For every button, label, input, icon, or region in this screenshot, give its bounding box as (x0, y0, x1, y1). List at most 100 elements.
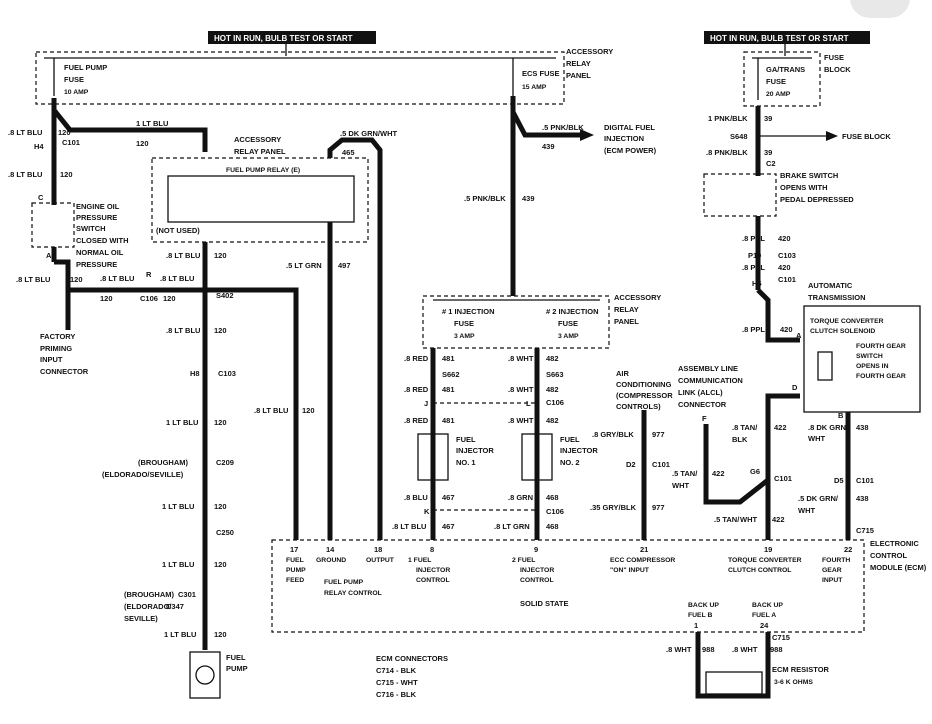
wire-120-a: 120 (136, 139, 149, 148)
wire-120-e: 120 (100, 294, 113, 303)
c101-label: C101 (62, 138, 80, 147)
close-button[interactable] (850, 0, 910, 18)
switch2-label: SWITCH (856, 353, 883, 360)
normal-oil-label: NORMAL OIL (76, 248, 124, 257)
acc-relay-label: ACCESSORY (234, 135, 281, 144)
wire-8blu: .8 BLU (404, 493, 428, 502)
arrow-icon-2 (826, 131, 838, 141)
wire-1ltblu-d: 1 LT BLU (162, 560, 194, 569)
assembly-label: ASSEMBLY LINE (678, 364, 738, 373)
wire-438-b: 438 (856, 494, 869, 503)
c250-label: C250 (216, 528, 234, 537)
h4-label: H4 (34, 142, 44, 151)
wire-8tanblk: .8 TAN/ (732, 423, 758, 432)
wire-422-c: 422 (772, 515, 785, 524)
inj2-fuse-label: # 2 INJECTION (546, 307, 599, 316)
c101-e-label: C101 (856, 476, 874, 485)
wire-468-b: 468 (546, 522, 559, 531)
amp20-label: 20 AMP (766, 91, 791, 98)
tcc-ctrl2-label: CLUTCH CONTROL (728, 567, 791, 574)
panel-label-2: PANEL (614, 317, 639, 326)
fuel-pump-feed-wire (205, 287, 299, 540)
block-label: BLOCK (824, 65, 851, 74)
fourth-in2: GEAR (822, 567, 842, 574)
c106-label: C106 (140, 294, 158, 303)
control-label: CONTROL (870, 551, 907, 560)
inj2-amp: 3 AMP (558, 333, 579, 340)
pump-label: PUMP (226, 664, 248, 673)
wire-8red-c: .8 RED (404, 416, 429, 425)
wire-120-h: 120 (214, 326, 227, 335)
solid-state-label: SOLID STATE (520, 599, 568, 608)
tcc-feed-wire (756, 288, 800, 343)
wire-8wht-e: .8 WHT (732, 645, 758, 654)
wire-422-a: 422 (712, 469, 725, 478)
feed-1: FUEL (286, 557, 304, 564)
wire-120-b: 120 (58, 128, 71, 137)
wire-467-b: 467 (442, 522, 455, 531)
fuel-b-label: FUEL B (688, 612, 713, 619)
c715-b-label: C715 (772, 633, 790, 642)
wire-481-a: 481 (442, 354, 455, 363)
c103-b-label: C103 (778, 251, 796, 260)
arrow-icon (580, 129, 594, 141)
inj1-fuel: FUEL (456, 435, 476, 444)
backup-b-label: BACK UP (688, 602, 719, 609)
fourth-in1: FOURTH (822, 557, 850, 564)
pin-18: 18 (374, 545, 382, 554)
auto-trans-label: AUTOMATIC (808, 281, 853, 290)
inj2-fuse-sub: FUSE (558, 319, 578, 328)
ecm-connectors-label: ECM CONNECTORS (376, 654, 448, 663)
inj1-ctrl: 1 FUEL (408, 557, 431, 564)
ecm-resistor (705, 671, 763, 695)
wire-120-j: 120 (302, 406, 315, 415)
digital-fuel-label: DIGITAL FUEL (604, 123, 655, 132)
amp15-label: 15 AMP (522, 84, 547, 91)
engine-oil-label: ENGINE OIL (76, 202, 120, 211)
wire-422-b: 422 (774, 423, 787, 432)
f-pin: F (702, 414, 707, 423)
wire-120-m: 120 (214, 630, 227, 639)
eldorado-label: (ELDORADO/SEVILLE) (102, 470, 184, 479)
communication-label: COMMUNICATION (678, 376, 743, 385)
wire-120-l: 120 (214, 560, 227, 569)
conditioning-label: CONDITIONING (616, 380, 672, 389)
wire-8ppl-a: .8 PPL (742, 234, 765, 243)
relay-panel-label: RELAY PANEL (234, 147, 286, 156)
wire-439: 439 (542, 142, 555, 151)
opens-in-label: OPENS IN (856, 363, 889, 370)
s662-label: S662 (442, 370, 460, 379)
wire-8grn: .8 GRN (508, 493, 533, 502)
a-pin: A (46, 251, 52, 260)
d2-pin: D2 (626, 460, 636, 469)
wire-482-a: 482 (546, 354, 559, 363)
pin-24: 24 (760, 621, 769, 630)
inj2-ctrl-2: INJECTOR (520, 567, 554, 574)
fuse-block-label: FUSE (824, 53, 844, 62)
inj2-ctrl-3: CONTROL (520, 577, 554, 584)
wire-5tanwht-b: .5 TAN/ (714, 515, 740, 524)
ecm-resistor-label: ECM RESISTOR (772, 665, 830, 674)
air-label: AIR (616, 369, 630, 378)
wire-8ltblu-c: .8 LT BLU (16, 275, 50, 284)
pin-22: 22 (844, 545, 852, 554)
c301-label: C301 (178, 590, 196, 599)
wire-8ltblu-e: .8 LT BLU (160, 274, 194, 283)
wire-420-c: 420 (780, 325, 793, 334)
ecs-fuse-label: ECS FUSE (522, 69, 560, 78)
wire-120-d: 120 (70, 275, 83, 284)
header-left-box (208, 31, 376, 44)
pressure-label: PRESSURE (76, 213, 117, 222)
s402-label: S402 (216, 291, 234, 300)
wire-5ltgrn: .5 LT GRN (286, 261, 322, 270)
wire-8ltblu-g: .8 LT BLU (166, 326, 200, 335)
c714-label: C714 - BLK (376, 666, 417, 675)
inj1-ctrl-3: CONTROL (416, 577, 450, 584)
output-label: OUTPUT (366, 557, 395, 564)
d-pin-trans: D (792, 383, 798, 392)
accessory-relay-panel-top (35, 51, 565, 105)
inj1-fuse-sub: FUSE (454, 319, 474, 328)
wire-497: 497 (338, 261, 351, 270)
wire-5dkgrnwht: .5 DK GRN/WHT (340, 129, 398, 138)
wire-977-b: 977 (652, 503, 665, 512)
